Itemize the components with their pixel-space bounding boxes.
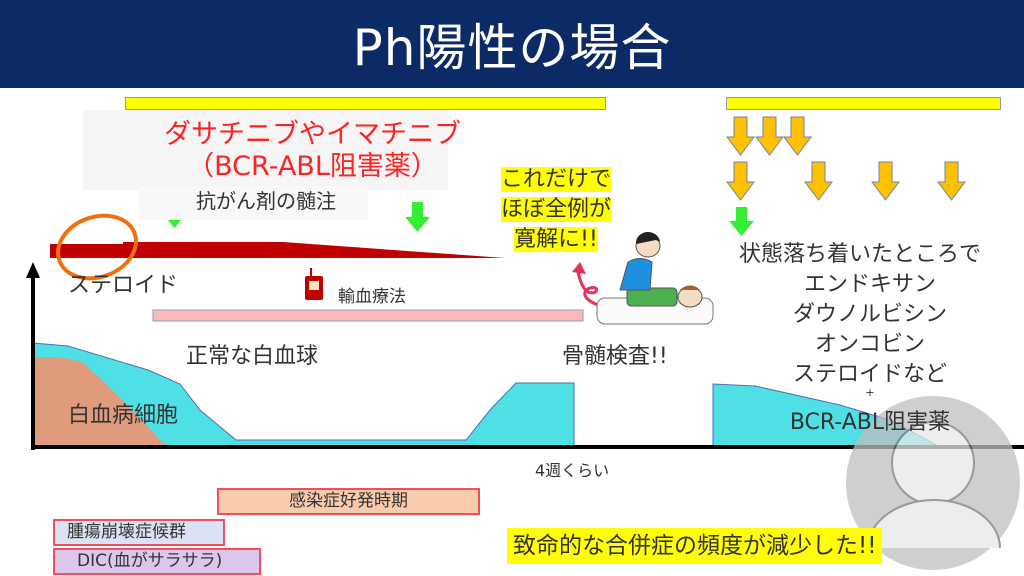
consolidation-drug: オンコビン	[814, 332, 925, 357]
green-arrow-icon	[405, 202, 430, 232]
plus-sign: +	[865, 386, 875, 399]
duration-label: 4週くらい	[535, 461, 610, 480]
bone-marrow-exam-label: 骨髄検査!!	[562, 344, 668, 369]
drug-label-background	[83, 110, 448, 190]
blood-bag-icon	[305, 268, 323, 300]
orange-arrow-icon	[755, 116, 784, 156]
orange-arrow-icon	[783, 116, 812, 156]
steroid-label: ステロイド	[68, 273, 179, 298]
consolidation-drug: ステロイドなど	[792, 362, 947, 387]
title-bar: Ph陽性の場合	[0, 0, 1024, 88]
tki-continuation-bar	[726, 97, 1001, 110]
remission-callout: これだけで ほぼ全例が 寛解に!!	[490, 165, 622, 255]
leukemia-cell-area	[33, 357, 168, 447]
drug-name: ダサチニブやイマチニブ	[164, 119, 461, 150]
consolidation-intro: 状態落ち着いたところで	[738, 242, 981, 267]
intrathecal-label: 抗がん剤の髄注	[138, 186, 368, 220]
orange-arrow-icon	[726, 116, 755, 156]
leukemia-cell-label: 白血病細胞	[68, 403, 179, 428]
consolidation-drug: ダウノルビシン	[792, 302, 947, 327]
red-curly-arrow-icon	[572, 262, 599, 307]
infection-period-box: 感染症好発時期	[217, 488, 480, 515]
orange-arrow-icon	[726, 161, 755, 201]
dic-box: DIC(血がサラサラ)	[53, 548, 261, 575]
remission-line: ほぼ全例が	[500, 197, 611, 222]
drug-class: （BCR-ABL阻害薬）	[187, 151, 438, 182]
y-axis-arrow-icon	[26, 262, 40, 278]
tki-duration-bar	[125, 97, 606, 110]
orange-arrow-icon	[937, 161, 966, 201]
conclusion-callout: 致命的な合併症の頻度が減少した!!	[507, 528, 883, 564]
remission-line: 寛解に!!	[514, 227, 598, 252]
steroid-bar	[50, 242, 505, 258]
normal-wbc-label: 正常な白血球	[186, 344, 319, 369]
orange-arrow-icon	[804, 161, 833, 201]
tumor-lysis-box: 腫瘍崩壊症候群	[53, 519, 225, 546]
orange-arrow-icon	[871, 161, 900, 201]
consolidation-drug: エンドキサン	[803, 272, 936, 297]
bone-marrow-exam-illustration	[596, 231, 714, 325]
remission-line: これだけで	[500, 167, 611, 192]
orange-circle-mark	[56, 213, 138, 281]
transfusion-bar	[152, 309, 584, 322]
consolidation-tki: BCR-ABL阻害薬	[789, 410, 951, 435]
slide-title: Ph陽性の場合	[352, 19, 672, 77]
transfusion-label: 輸血療法	[338, 287, 406, 307]
presenter-avatar-overlay	[846, 396, 1020, 570]
green-arrow-icon	[729, 207, 754, 236]
